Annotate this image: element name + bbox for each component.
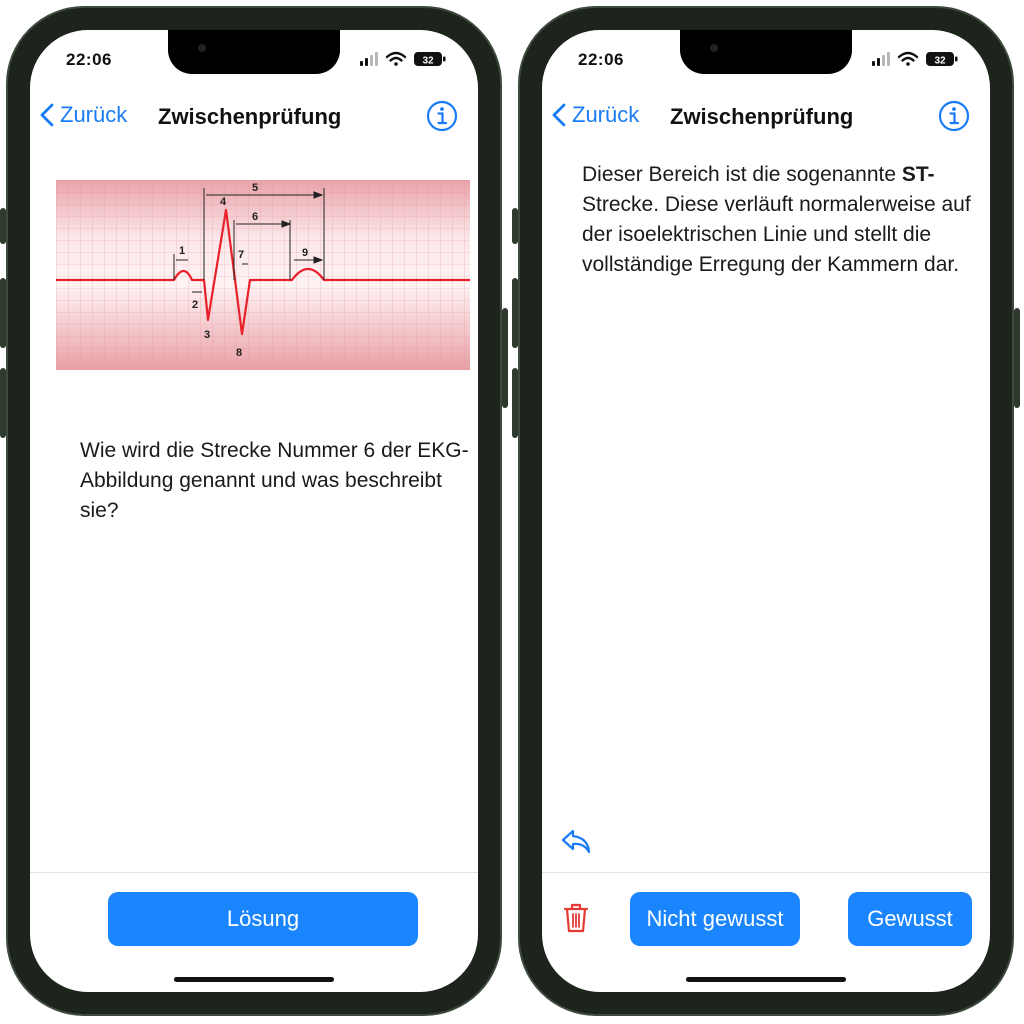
status-time: 22:06: [578, 50, 624, 69]
back-button[interactable]: Zurück: [552, 102, 639, 128]
chevron-left-icon: [552, 103, 566, 127]
phone-frame-left: 22:06 32: [0, 6, 508, 1016]
ekg-numbers: 1 2 3 4 5 6 7 8 9: [179, 182, 308, 359]
signal-icon: [872, 52, 890, 66]
signal-icon: [360, 52, 378, 66]
power-button: [502, 308, 508, 408]
answer-screen: 22:06 32: [542, 30, 990, 992]
battery-percent: 32: [934, 56, 946, 67]
status-icons: 32: [360, 50, 448, 68]
volume-up-button: [512, 278, 518, 348]
ekg-label-9: 9: [302, 247, 308, 259]
phone-frame-right: 22:06 32: [512, 6, 1020, 1016]
camera: [710, 44, 718, 52]
wifi-icon: [897, 51, 919, 66]
answer-rest: Strecke. Diese verläuft normalerweise au…: [582, 193, 971, 276]
back-label: Zurück: [60, 102, 128, 127]
wifi-icon: [385, 51, 407, 66]
not-known-button[interactable]: Nicht gewusst: [630, 892, 800, 946]
info-icon[interactable]: [426, 100, 458, 132]
ekg-markers: [173, 188, 325, 293]
info-icon[interactable]: [938, 100, 970, 132]
bottom-divider: [30, 872, 478, 873]
battery-percent: 32: [422, 56, 434, 67]
home-indicator: [174, 977, 334, 982]
back-button[interactable]: Zurück: [40, 102, 127, 128]
notch: [168, 30, 340, 74]
answer-highlight: ST-: [901, 163, 935, 186]
ekg-trace: [56, 208, 470, 336]
question-screen: 22:06 32: [30, 30, 478, 992]
status-time: 22:06: [66, 50, 112, 69]
ekg-label-4: 4: [220, 196, 227, 208]
bottom-divider: [542, 872, 990, 873]
home-indicator: [686, 977, 846, 982]
undo-arrow-icon[interactable]: [560, 826, 592, 856]
navigation-bar: Zurück Zwischenprüfung: [30, 92, 478, 140]
answer-intro: Dieser Bereich ist die sogenannte: [582, 163, 902, 186]
ekg-label-6: 6: [252, 211, 258, 223]
page-title: Zwischenprüfung: [670, 104, 854, 129]
battery-icon: 32: [414, 52, 446, 67]
ekg-label-5: 5: [252, 182, 258, 194]
ekg-label-1: 1: [179, 245, 185, 257]
ekg-label-3: 3: [204, 329, 210, 341]
status-icons: 32: [872, 50, 960, 68]
volume-down-button: [0, 368, 6, 438]
known-button[interactable]: Gewusst: [848, 892, 972, 946]
ekg-label-2: 2: [192, 299, 198, 311]
volume-down-button: [512, 368, 518, 438]
answer-text: Dieser Bereich ist die sogenannte ST- Str…: [582, 160, 990, 280]
back-label: Zurück: [572, 102, 640, 127]
power-button: [1014, 308, 1020, 408]
solution-button[interactable]: Lösung: [108, 892, 418, 946]
navigation-bar: Zurück Zwischenprüfung: [542, 92, 990, 140]
battery-icon: 32: [926, 52, 958, 67]
mute-switch: [0, 208, 6, 244]
mute-switch: [512, 208, 518, 244]
ekg-label-7: 7: [238, 249, 244, 261]
volume-up-button: [0, 278, 6, 348]
notch: [680, 30, 852, 74]
ekg-label-8: 8: [236, 347, 242, 359]
trash-icon[interactable]: [562, 902, 590, 934]
ekg-image: 1 2 3 4 5 6 7 8 9: [56, 180, 470, 370]
question-text: Wie wird die Strecke Nummer 6 der EKG-Ab…: [80, 439, 469, 522]
page-title: Zwischenprüfung: [158, 104, 342, 129]
chevron-left-icon: [40, 103, 54, 127]
camera: [198, 44, 206, 52]
